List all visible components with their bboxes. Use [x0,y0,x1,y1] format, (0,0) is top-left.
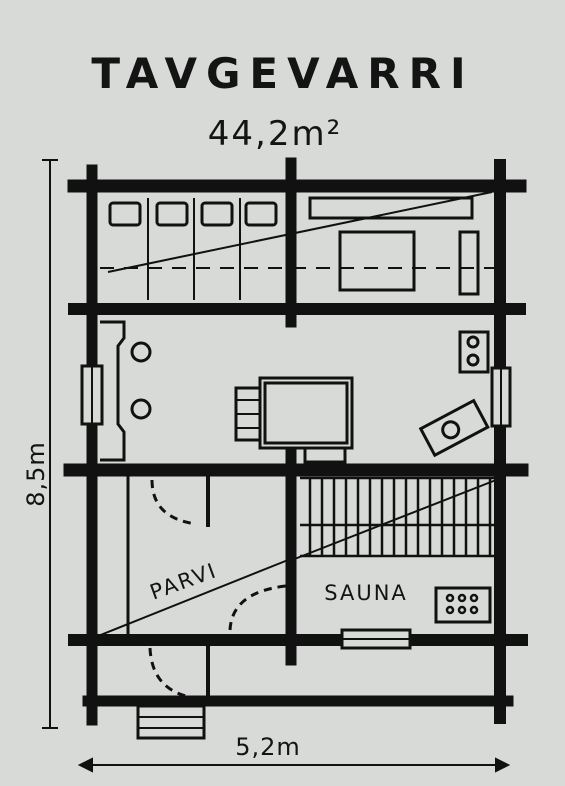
sauna-benches [228,476,497,650]
height-dimension [42,159,58,729]
plan-area: 44,2m² [208,114,342,154]
height-label: 8,5m [22,441,50,507]
width-label: 5,2m [235,733,301,761]
width-dimension [77,757,511,773]
lower-left-doors [97,479,289,740]
plan-title: TAVGEVARRI [91,49,474,98]
room-label-sauna: SAUNA [324,581,408,605]
upper-loft-furniture [100,191,496,300]
main-room-furniture [80,320,512,464]
walls [63,157,529,726]
room-label-loft: PARVI [147,558,221,604]
